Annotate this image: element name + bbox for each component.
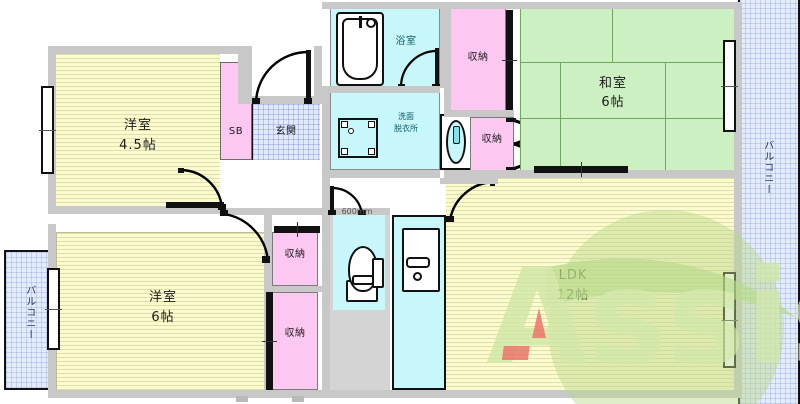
tatami-line-1 xyxy=(520,62,735,63)
wall-yoshitsu6-bottom xyxy=(48,390,278,398)
wall-bathblock-top xyxy=(322,2,448,9)
tatami-line-3 xyxy=(612,8,613,62)
wall-entrance-head xyxy=(252,96,322,104)
wall-mid-horizontal-right xyxy=(226,208,326,215)
room-yoshitsu-6 xyxy=(56,232,268,392)
tatami-line-4 xyxy=(560,62,561,171)
wall-entrance-top xyxy=(238,46,252,104)
wall-corridor-head xyxy=(322,208,390,215)
wall-mid-horizontal-left xyxy=(48,206,226,214)
wall-washitsu-bottom xyxy=(514,170,742,178)
washitsu-sliding-door-to-ldk[interactable] xyxy=(534,162,628,177)
tatami-line-2 xyxy=(520,118,735,119)
wall-washitsu-right xyxy=(734,2,742,178)
room-ldk xyxy=(446,178,734,392)
window-ldk-balcony[interactable] xyxy=(721,272,738,368)
wall-entrance-right xyxy=(314,46,322,104)
entrance xyxy=(252,104,320,160)
kitchen-knob-icon xyxy=(413,272,422,281)
wall-corridor-left xyxy=(322,178,330,396)
wall-closet-upper-bottom xyxy=(444,110,514,117)
tatami-line-5 xyxy=(665,62,666,171)
window-washitsu[interactable] xyxy=(721,40,738,132)
closet-yoshitsu6-lower xyxy=(272,292,318,390)
closet-yoshitsu6-lower-door[interactable] xyxy=(262,292,277,390)
room-yoshitsu-4_5 xyxy=(56,54,220,206)
bathtub-icon xyxy=(336,12,384,86)
wall-bath-washroom xyxy=(322,86,440,93)
wall-washitsu-top xyxy=(514,2,742,9)
toilet-seat-icon xyxy=(372,258,384,288)
wash-basin-icon xyxy=(440,114,472,170)
floor-marker-left xyxy=(236,396,248,402)
wall-closet-6jo-divider xyxy=(266,286,324,292)
balcony-right xyxy=(738,0,800,404)
wall-closet-upper-left xyxy=(444,2,451,114)
wall-washroom-left xyxy=(322,86,330,178)
wall-closet-upper-top xyxy=(444,2,514,9)
window-yoshitsu-6[interactable] xyxy=(45,268,62,350)
window-yoshitsu-4_5[interactable] xyxy=(39,86,56,174)
wall-washroom-bottom xyxy=(322,170,440,178)
wall-closet-lower-bottom xyxy=(444,170,514,178)
wall-ldk-door-head xyxy=(440,178,498,184)
kitchen-faucet-icon xyxy=(406,257,430,268)
wall-top-left xyxy=(48,46,238,54)
closet-yoshitsu6-upper-door[interactable] xyxy=(274,222,320,237)
closet-washitsu-lower xyxy=(470,117,514,171)
closet-washitsu-upper xyxy=(450,8,506,112)
closet-upper-sliding-door[interactable] xyxy=(502,10,517,110)
wall-ldk-bottom xyxy=(196,390,742,398)
toilet-flush-icon xyxy=(352,275,374,285)
floor-marker-right xyxy=(292,396,304,402)
closet-yoshitsu6-upper xyxy=(272,232,318,286)
washing-machine-icon xyxy=(338,118,378,158)
room-washitsu xyxy=(520,8,735,171)
